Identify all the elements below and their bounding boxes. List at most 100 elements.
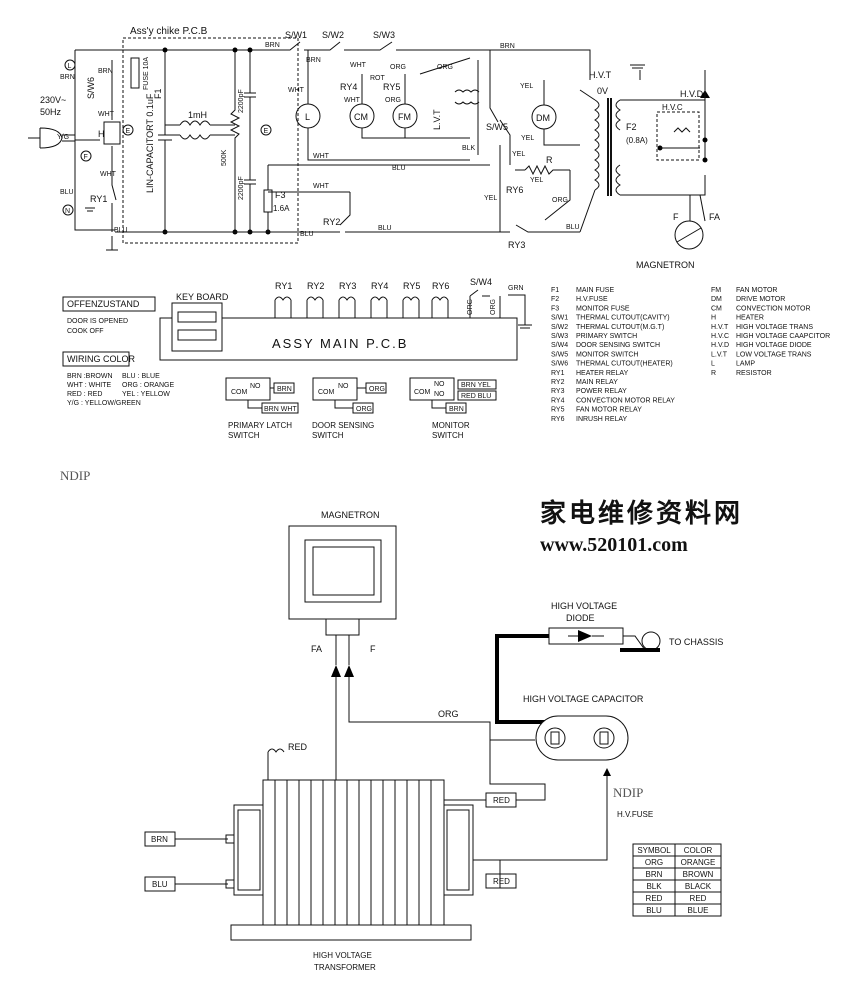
legend-description: HIGH VOLTAGE CAAPCITOR <box>736 333 830 340</box>
legend-description: THERMAL CUTOUT(HEATER) <box>576 361 673 368</box>
hv-brn-label: BRN <box>151 835 168 844</box>
legend-symbol: H.V.C <box>711 333 729 340</box>
monitor-switch-diagram: COM NO NO BRN YEL RED BLU BRN MONITOR SW… <box>409 377 497 440</box>
switch-wire-label: RED BLU <box>461 393 491 400</box>
inductor-icon <box>179 120 211 140</box>
wiring-color-entry: WHT : WHITE <box>67 382 112 389</box>
supply-voltage: 230V~ <box>40 95 66 105</box>
legend-description: POWER RELAY <box>576 388 627 395</box>
legend-description: LOW VOLTAGE TRANS <box>736 351 812 358</box>
resistor-500k-icon <box>229 50 241 232</box>
switch-wire-label: BRN YEL <box>461 382 491 389</box>
magnetron-icon <box>674 220 704 250</box>
relay-coil-icon <box>431 296 449 318</box>
legend-symbol: RY1 <box>551 370 565 377</box>
fuse-terminal-label: F <box>84 154 88 161</box>
table-cell-text: BLK <box>646 882 662 891</box>
legend-description: MAIN RELAY <box>576 379 618 386</box>
wire-label: ORG <box>490 299 497 315</box>
keyboard-icon <box>171 302 223 352</box>
pcb-relay-label: RY2 <box>307 281 324 291</box>
pcb-relay-label: RY4 <box>371 281 388 291</box>
ndip-watermark: NDIP <box>613 785 643 800</box>
legend-description: HEATER RELAY <box>576 370 629 377</box>
switch-com-label: COM <box>231 389 248 396</box>
hv-transformer-core <box>262 779 445 926</box>
ry6-label: RY6 <box>506 185 523 195</box>
sw6-label: S/W6 <box>86 77 96 99</box>
wire-label: WHT <box>344 97 361 104</box>
legend-description: HEATER <box>736 315 764 322</box>
relay-coil-icon <box>370 296 388 318</box>
sw5-label: S/W5 <box>486 122 508 132</box>
legend-description: MAIN FUSE <box>576 287 614 294</box>
relay-coil-icon <box>402 296 420 318</box>
legend-symbol: RY4 <box>551 397 565 404</box>
pcb-relay-label: RY3 <box>339 281 356 291</box>
wiring-color-entry: BLU : BLUE <box>122 373 160 380</box>
lamp-label: L <box>305 112 310 122</box>
legend-description: LAMP <box>736 361 755 368</box>
legend-description: CONVECTION MOTOR RELAY <box>576 397 675 404</box>
legend-symbol: DM <box>711 296 722 303</box>
earth-terminal-label: E <box>126 128 131 135</box>
door-sensing-switch-diagram: COM NO ORG ORG DOOR SENSING SWITCH <box>312 377 387 440</box>
hv-org-label: ORG <box>438 709 459 719</box>
legend-symbol: R <box>711 370 716 377</box>
fuse-f3-icon <box>263 189 273 213</box>
resistor-r-icon <box>524 164 570 176</box>
relay-coil-icon <box>338 296 356 318</box>
legend-description: INRUSH RELAY <box>576 416 628 423</box>
wire-label: ORG <box>390 64 406 71</box>
chinese-watermark: 家电维修资料网 <box>540 498 743 529</box>
wire-label: YEL <box>520 83 533 90</box>
offenzustand-line: DOOR IS OPENED <box>67 318 128 325</box>
hvc-label: H.V.C <box>662 103 683 112</box>
main-pcb-section: ASSY MAIN P.C.B KEY BOARD RY1 RY2 RY3 RY… <box>62 277 532 440</box>
wire-label: WHT <box>313 183 330 190</box>
hv-red-box-label: RED <box>493 877 510 886</box>
top-schematic: Ass'y chike P.C.B 230V~ 50Hz L BRN N F B… <box>28 26 720 270</box>
table-cell-text: BLU <box>646 906 662 915</box>
switch-wire-label: ORG <box>369 386 385 393</box>
earth-terminal-label: E <box>264 128 269 135</box>
url-watermark: www.520101.com <box>540 534 688 556</box>
hvc-outline <box>656 111 700 161</box>
wire-label: WHT <box>288 87 305 94</box>
legend-symbol: S/W2 <box>551 324 568 331</box>
switch-wire-label: ORG <box>356 406 372 413</box>
wire-label: YEL <box>484 195 497 202</box>
keyboard-label: KEY BOARD <box>176 292 229 302</box>
wire-label: BRN <box>60 74 75 81</box>
legend-symbol: S/W3 <box>551 333 568 340</box>
switch-title: SWITCH <box>312 431 344 440</box>
legend-description: MONITOR FUSE <box>576 305 630 312</box>
supply-frequency: 50Hz <box>40 107 62 117</box>
legend-symbol: S/W5 <box>551 351 568 358</box>
sw2-label: S/W2 <box>322 30 344 40</box>
legend-description: THERMAL CUTOUT(CAVITY) <box>576 315 670 322</box>
legend-description: MONITOR SWITCH <box>576 351 638 358</box>
wire-label: ORG <box>385 97 401 104</box>
hvt-0v-label: 0V <box>597 86 608 96</box>
hv-f-label: F <box>370 644 376 654</box>
magnetron-label: MAGNETRON <box>636 260 695 270</box>
dm-label: DM <box>536 113 550 123</box>
hv-blu-label: BLU <box>152 880 168 889</box>
wiring-color-entry: RED : RED <box>67 391 102 398</box>
resistor-500k-label: 500K <box>221 149 228 166</box>
wire-label: WHT <box>98 111 115 118</box>
heater-label: H <box>98 129 105 139</box>
switch-title: DOOR SENSING <box>312 421 374 430</box>
wire-label: ORG <box>437 64 453 71</box>
ndip-watermark: NDIP <box>60 468 90 483</box>
terminal-arrow-icon <box>331 665 354 677</box>
legend-symbol: F1 <box>551 287 559 294</box>
legend-description: CONVECTION MOTOR <box>736 305 811 312</box>
legend-description: HIGH VOLTAGE DIODE <box>736 342 812 349</box>
offenzustand-line: COOK OFF <box>67 328 104 335</box>
f1-rating: FUSE 10A <box>143 57 150 90</box>
wiring-color-entry: Y/G : YELLOW/GREEN <box>67 400 141 407</box>
wire-label: BLU <box>566 224 580 231</box>
